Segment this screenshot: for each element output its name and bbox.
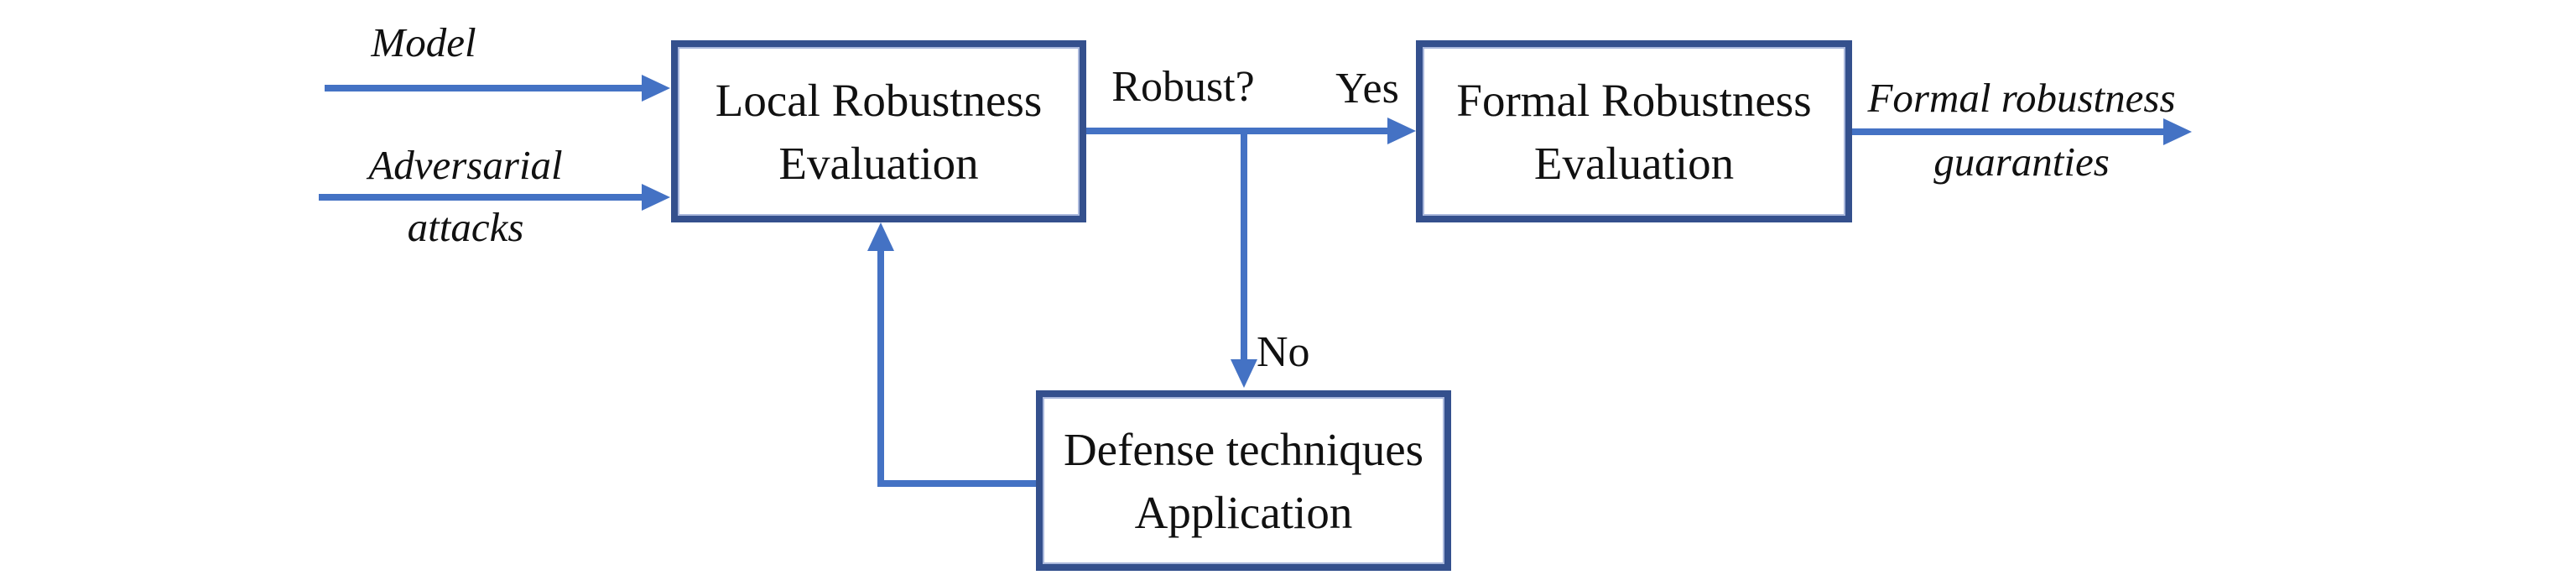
no-arrow-line [1241, 131, 1247, 363]
defense-box-label-line2: Application [1134, 486, 1353, 538]
formal-box-label-line1: Formal Robustness [1456, 74, 1812, 126]
local-robustness-evaluation-box: Local Robustness Evaluation [671, 40, 1086, 222]
robust-decision-label: Robust? [1111, 63, 1255, 111]
model-arrow-line [325, 85, 645, 91]
output-arrow-line [1852, 128, 2167, 135]
feedback-loop-arrow-head-icon [867, 222, 894, 251]
no-arrow-head-icon [1231, 359, 1257, 388]
yes-arrow-head-icon [1387, 118, 1416, 144]
adversarial-arrow-head-icon [642, 184, 670, 211]
defense-box-label-line1: Defense techniques [1063, 423, 1424, 475]
output-label-line1: Formal robustness [1867, 75, 2176, 121]
yes-branch-label: Yes [1335, 65, 1399, 112]
feedback-loop-horizontal-line [877, 480, 1036, 487]
output-label-line2: guaranties [1933, 139, 2110, 185]
feedback-loop-vertical-line [877, 246, 884, 484]
local-box-label-line1: Local Robustness [715, 74, 1043, 126]
adversarial-arrow-line [319, 194, 645, 201]
formal-box-label-line2: Evaluation [1533, 137, 1735, 189]
output-arrow-head-icon [2163, 118, 2192, 145]
model-arrow-head-icon [642, 75, 670, 102]
local-box-label-line2: Evaluation [778, 137, 979, 189]
formal-robustness-evaluation-box: Formal Robustness Evaluation [1416, 40, 1852, 222]
adversarial-input-label-line1: Adversarial [368, 142, 563, 188]
model-input-label: Model [371, 19, 476, 65]
adversarial-input-label-line2: attacks [407, 204, 524, 250]
yes-arrow-line [1086, 128, 1391, 134]
defense-techniques-application-box: Defense techniques Application [1036, 390, 1451, 571]
no-branch-label: No [1257, 328, 1310, 376]
